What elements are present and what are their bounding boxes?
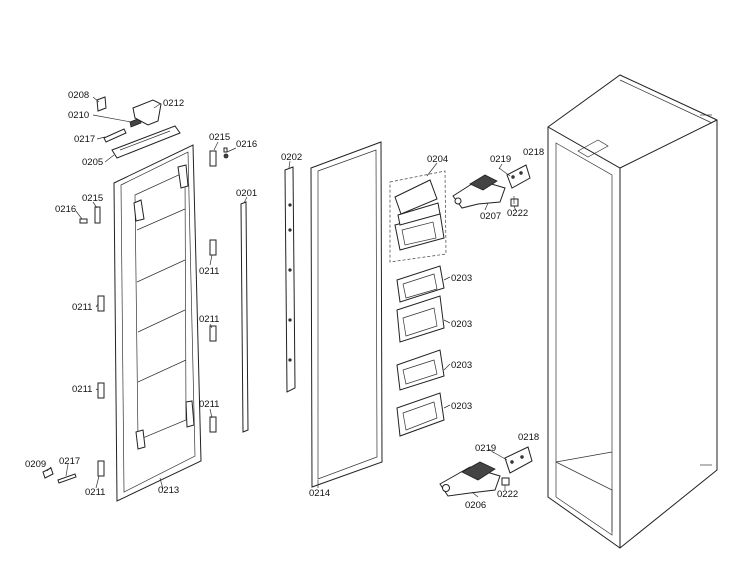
cabinet (547, 74, 718, 549)
label-0219-bottom: 0219 (475, 443, 496, 454)
label-0206: 0206 (465, 500, 486, 511)
label-0211-b: 0211 (72, 302, 92, 313)
door-bins (389, 170, 447, 437)
door-gasket (310, 141, 383, 488)
label-0215-left: 0215 (82, 193, 103, 204)
label-0209: 0209 (25, 459, 46, 470)
label-0210: 0210 (68, 110, 89, 121)
label-0222-bottom: 0222 (497, 489, 518, 500)
label-0211-a: 0211 (199, 266, 219, 277)
leader-lines (46, 96, 517, 498)
small-hinge-parts (79, 147, 229, 477)
label-0202: 0202 (281, 152, 302, 163)
label-0211-e: 0211 (199, 399, 219, 410)
label-0211-f: 0211 (85, 487, 105, 498)
door-panel (113, 144, 202, 502)
label-0203-c: 0203 (451, 360, 472, 371)
label-0205: 0205 (82, 157, 103, 168)
label-0217-bottom: 0217 (59, 456, 80, 467)
label-0213: 0213 (158, 485, 179, 496)
label-0204: 0204 (427, 154, 448, 165)
label-0203-b: 0203 (451, 319, 472, 330)
label-0212: 0212 (163, 98, 184, 109)
part-labels: 0208 0210 0212 0217 0205 0215 0216 0216 … (25, 90, 544, 511)
upper-hinge-assembly (452, 164, 531, 209)
label-0215-top: 0215 (209, 132, 230, 143)
label-0222-top: 0222 (507, 208, 528, 219)
label-0201: 0201 (236, 188, 257, 199)
label-0208: 0208 (68, 90, 89, 101)
lower-hinge-assembly (439, 446, 533, 497)
label-0218-top: 0218 (523, 147, 544, 158)
label-0211-c: 0211 (199, 314, 219, 325)
label-0214: 0214 (309, 488, 330, 499)
handle-strip (284, 166, 296, 393)
label-0216-top: 0216 (236, 139, 257, 150)
label-0216-left: 0216 (55, 204, 76, 215)
label-0217-top: 0217 (74, 134, 95, 145)
label-0203-d: 0203 (451, 401, 472, 412)
top-small-parts (42, 96, 181, 484)
label-0203-a: 0203 (451, 273, 472, 284)
label-0211-d: 0211 (72, 384, 92, 395)
label-0207: 0207 (480, 211, 501, 222)
label-0218-bottom: 0218 (518, 432, 539, 443)
side-strip (240, 201, 249, 433)
label-0219-top: 0219 (490, 154, 511, 165)
